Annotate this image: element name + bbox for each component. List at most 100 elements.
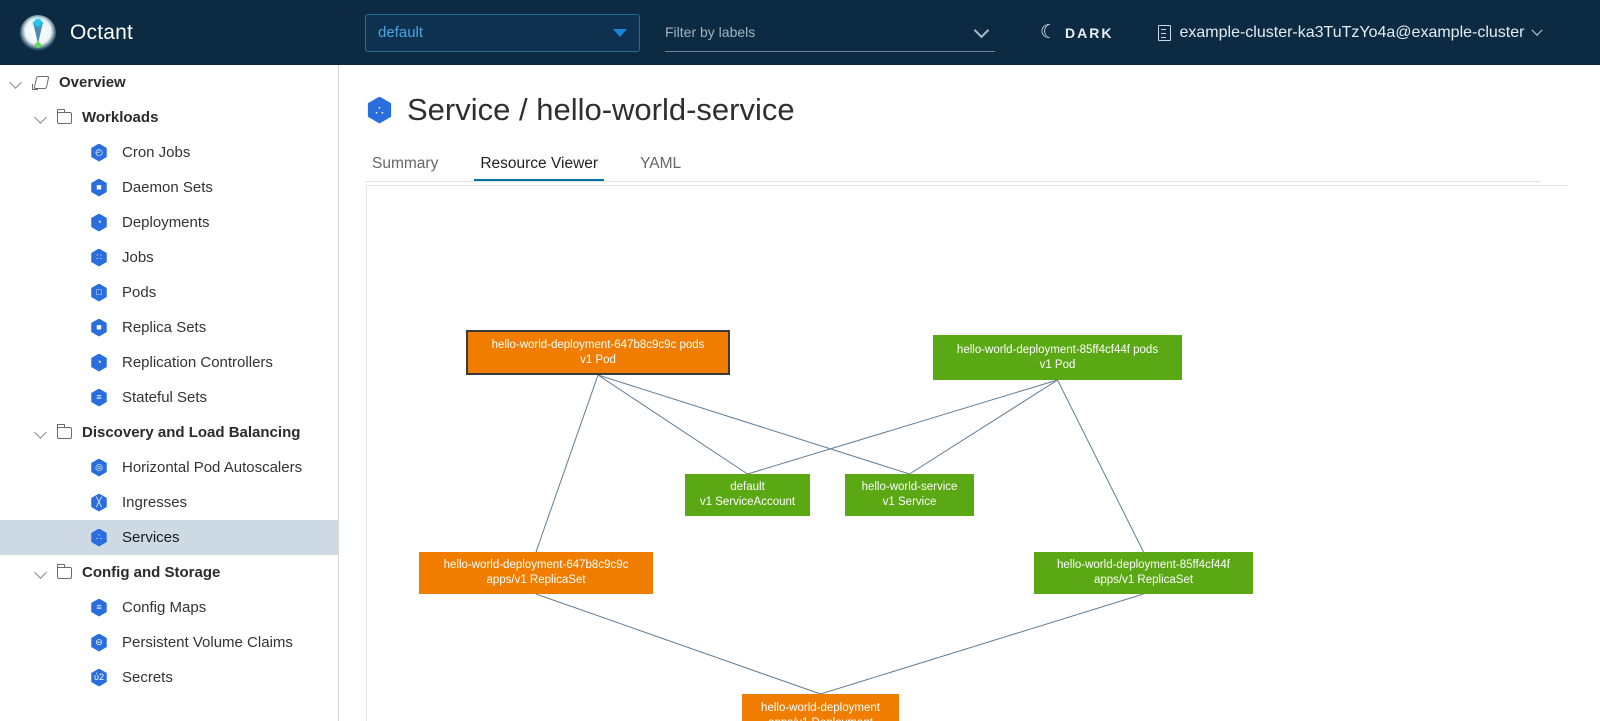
chevron-down-icon[interactable] xyxy=(35,111,49,125)
sidebar-item-label: Pods xyxy=(122,284,157,301)
brand-name: Octant xyxy=(70,20,134,44)
k8s-hpa-icon: ◎ xyxy=(90,458,108,477)
app-header: Octant default Filter by labels ☾ DARK e… xyxy=(0,0,1600,65)
k8s-statefulset-icon: ≡ xyxy=(90,388,108,407)
k8s-replicaset-icon: ■ xyxy=(90,318,108,337)
tab-resource-viewer[interactable]: Resource Viewer xyxy=(474,155,604,182)
label-filter-input[interactable]: Filter by labels xyxy=(665,14,995,52)
theme-toggle-label: DARK xyxy=(1065,24,1114,41)
sidebar-item-ingresses[interactable]: ╳ Ingresses xyxy=(0,485,338,520)
sidebar-item-label: Deployments xyxy=(122,214,210,231)
graph-node-deploy[interactable]: hello-world-deploymentapps/v1 Deployment xyxy=(742,694,899,721)
resource-graph[interactable]: hello-world-deployment-647b8c9c9c pods v1… xyxy=(366,185,1568,721)
label-filter-placeholder: Filter by labels xyxy=(665,24,756,40)
graph-edge xyxy=(909,379,1058,475)
graph-node-kind: v1 ServiceAccount xyxy=(699,496,796,508)
sidebar-item-config-maps[interactable]: ≡ Config Maps xyxy=(0,590,338,625)
sidebar-item-cron-jobs[interactable]: ◴ Cron Jobs xyxy=(0,135,338,170)
sidebar-item-services[interactable]: ∴Services xyxy=(0,520,338,555)
graph-node-name: hello-world-service xyxy=(861,481,958,494)
sidebar-item-deployments[interactable]: ◔ Deployments xyxy=(0,205,338,240)
graph-edge xyxy=(597,374,910,475)
sidebar-item-replica-sets[interactable]: ■ Replica Sets xyxy=(0,310,338,345)
k8s-deployment-icon: ◔ xyxy=(90,213,108,232)
k8s-service-icon: ∴ xyxy=(90,528,108,547)
sidebar-item-horizontal-pod-autoscalers[interactable]: ◎ Horizontal Pod Autoscalers xyxy=(0,450,338,485)
sidebar-item-label: Persistent Volume Claims xyxy=(122,634,293,651)
sidebar-item-label: Replica Sets xyxy=(122,319,207,336)
graph-edge xyxy=(535,374,599,553)
sidebar-item-secrets[interactable]: ὑ2 Secrets xyxy=(0,660,338,695)
graph-edges xyxy=(535,374,1144,695)
graph-node-name: default xyxy=(730,481,765,494)
tab-summary[interactable]: Summary xyxy=(372,155,439,172)
sidebar-item-label: Secrets xyxy=(122,669,173,686)
graph-edge xyxy=(597,374,748,475)
sidebar-item-stateful-sets[interactable]: ≡ Stateful Sets xyxy=(0,380,338,415)
main-content: ∴ Service / hello-world-service Summary R… xyxy=(340,65,1600,721)
sidebar-item-workloads[interactable]: Workloads xyxy=(0,100,338,135)
moon-icon: ☾ xyxy=(1040,22,1058,43)
folder-icon xyxy=(56,563,72,579)
graph-node-name: hello-world-deployment-85ff4cf44f xyxy=(1056,559,1231,572)
graph-edge xyxy=(820,593,1144,695)
folder-icon xyxy=(56,108,72,124)
sidebar-item-label: Ingresses xyxy=(122,494,188,511)
page-title-text: Service / hello-world-service xyxy=(407,92,795,127)
tab-yaml[interactable]: YAML xyxy=(640,155,682,172)
graph-node-svc-hello[interactable]: hello-world-service v1 Service xyxy=(845,474,974,516)
sidebar-item-config-and-storage[interactable]: Config and Storage xyxy=(0,555,338,590)
k8s-ingress-icon: ╳ xyxy=(90,493,108,512)
sidebar-item-discovery-and-load-balancing[interactable]: Discovery and Load Balancing xyxy=(0,415,338,450)
sidebar-item-persistent-volume-claims[interactable]: ⊖ Persistent Volume Claims xyxy=(0,625,338,660)
k8s-secret-icon: ὑ2 xyxy=(90,668,108,687)
k8s-daemonset-icon: ■ xyxy=(90,178,108,197)
chevron-down-icon[interactable] xyxy=(10,76,24,90)
brand[interactable]: Octant xyxy=(0,14,345,51)
k8s-configmap-icon: ≡ xyxy=(90,598,108,617)
k8s-pod-icon: □ xyxy=(90,283,108,302)
chevron-down-icon[interactable] xyxy=(35,566,49,580)
graph-edge xyxy=(535,593,821,695)
sidebar-item-replication-controllers[interactable]: ◔ Replication Controllers xyxy=(0,345,338,380)
namespace-select[interactable]: default xyxy=(365,13,640,52)
sidebar-item-jobs[interactable]: ∷Jobs xyxy=(0,240,338,275)
graph-node-name: hello-world-deployment-647b8c9c9c pods xyxy=(491,338,705,351)
caret-down-icon xyxy=(613,28,627,37)
sidebar-item-label: Overview xyxy=(59,74,126,91)
chevron-down-icon[interactable] xyxy=(973,22,990,38)
k8s-cronjob-icon: ◴ xyxy=(90,143,108,162)
sidebar-item-label: Stateful Sets xyxy=(122,389,208,406)
graph-node-name: hello-world-deployment xyxy=(761,702,880,715)
sidebar-item-pods[interactable]: □ Pods xyxy=(0,275,338,310)
tab-bar[interactable]: Summary Resource Viewer YAML xyxy=(366,148,1600,182)
overview-icon xyxy=(32,76,49,90)
graph-node-name: hello-world-deployment-85ff4cf44f pods xyxy=(956,343,1159,356)
graph-node-sa-default[interactable]: default v1 ServiceAccount xyxy=(685,474,810,516)
sidebar-item-label: Discovery and Load Balancing xyxy=(82,424,301,441)
sidebar-item-label: Horizontal Pod Autoscalers xyxy=(122,459,303,476)
cluster-select[interactable]: example-cluster-ka3TuTzYo4a@example-clus… xyxy=(1157,24,1544,42)
cluster-icon xyxy=(1157,24,1171,41)
theme-toggle-button[interactable]: ☾ DARK xyxy=(1040,23,1114,42)
k8s-replicationcontroller-icon: ◔ xyxy=(90,353,108,372)
graph-node-kind: apps/v1 Deployment xyxy=(768,716,873,721)
k8s-pvc-icon: ⊖ xyxy=(90,633,108,652)
sidebar-item-label: Workloads xyxy=(82,109,159,126)
sidebar-item-overview[interactable]: Overview xyxy=(0,65,338,100)
sidebar-item-label: Replication Controllers xyxy=(122,354,273,371)
page-title-glyph: ∴ xyxy=(375,102,384,118)
octant-logo-icon xyxy=(20,14,56,51)
sidebar-item-label: Cron Jobs xyxy=(122,144,191,161)
graph-node-kind: v1 Service xyxy=(882,496,937,508)
sidebar-item-label: Config Maps xyxy=(122,599,207,616)
chevron-down-icon[interactable] xyxy=(35,426,49,440)
page-title: ∴ Service / hello-world-service xyxy=(366,92,1600,128)
graph-node-kind: apps/v1 ReplicaSet xyxy=(486,574,586,586)
sidebar-item-daemon-sets[interactable]: ■Daemon Sets xyxy=(0,170,338,205)
